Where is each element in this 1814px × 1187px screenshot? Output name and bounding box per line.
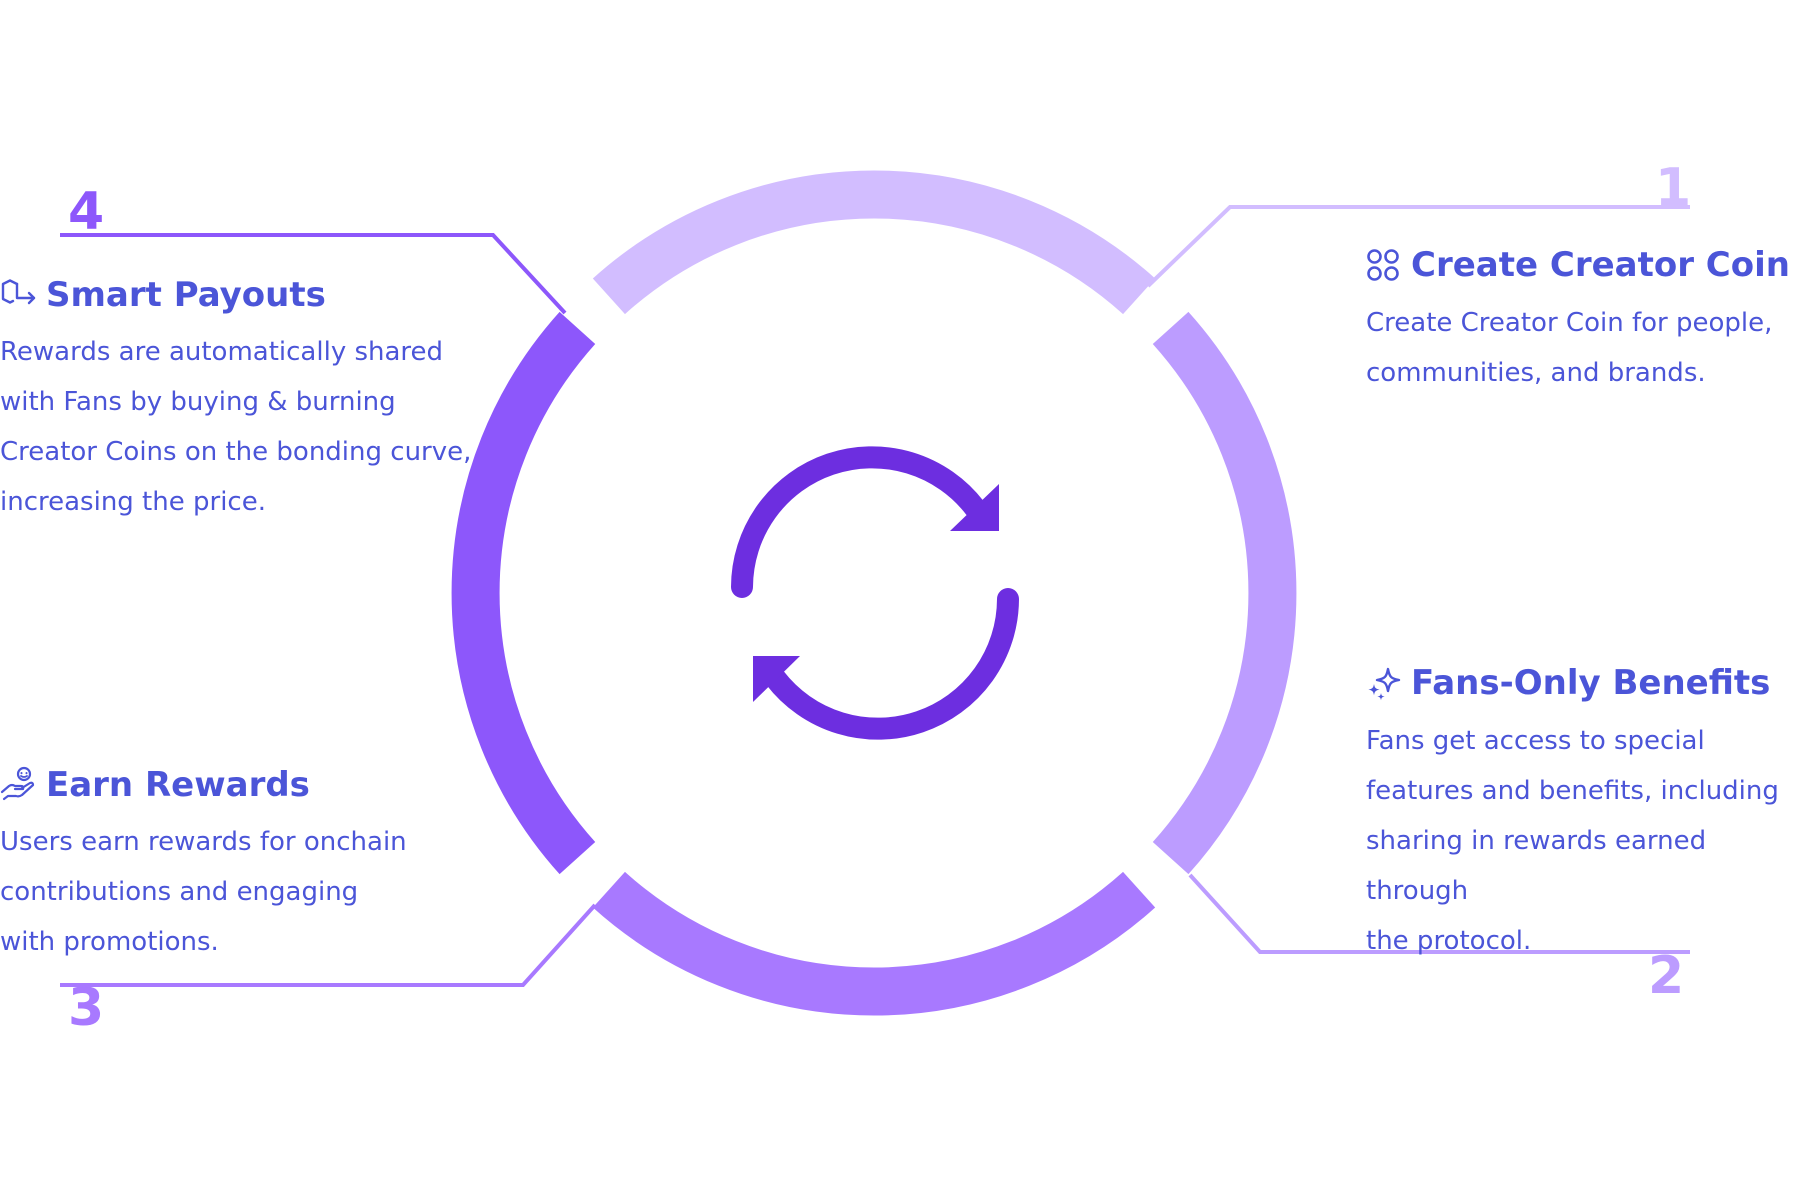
step-number-2: 2 bbox=[1648, 946, 1685, 1006]
step-number-4: 4 bbox=[68, 182, 105, 242]
step-1-desc-line: communities, and brands. bbox=[1366, 358, 1706, 388]
step-2-description: Fans get access to special features and … bbox=[1366, 716, 1806, 966]
hexagon-arrow-icon bbox=[1, 279, 36, 305]
connector-line-4 bbox=[60, 233, 567, 315]
hand-coin-icon bbox=[0, 766, 35, 801]
connector-line-3 bbox=[60, 903, 597, 987]
sparkles-icon bbox=[1368, 667, 1401, 701]
four-circles-icon bbox=[1367, 249, 1399, 281]
step-2-desc-line: Fans get access to special bbox=[1366, 726, 1705, 756]
step-4-desc-line: with Fans by buying & burning bbox=[0, 387, 396, 417]
step-number-3: 3 bbox=[68, 978, 105, 1038]
connector-line-2 bbox=[1188, 873, 1690, 954]
ring-segment-4 bbox=[451, 311, 596, 875]
step-3-desc-line: Users earn rewards for onchain bbox=[0, 827, 407, 857]
step-4-description: Rewards are automatically shared with Fa… bbox=[0, 327, 500, 527]
step-3-title: Earn Rewards bbox=[46, 765, 310, 805]
step-4-title: Smart Payouts bbox=[46, 275, 326, 315]
step-1-title: Create Creator Coin bbox=[1411, 245, 1790, 285]
step-1-desc-line: Create Creator Coin for people, bbox=[1366, 308, 1773, 338]
step-number-1: 1 bbox=[1655, 158, 1692, 218]
connector-line-1 bbox=[1146, 205, 1690, 288]
step-4-desc-line: Creator Coins on the bonding curve, bbox=[0, 437, 472, 467]
ring-segment-2 bbox=[1152, 311, 1297, 875]
step-4-desc-line: increasing the price. bbox=[0, 487, 266, 517]
step-3-description: Users earn rewards for onchain contribut… bbox=[0, 817, 470, 967]
step-3-desc-line: with promotions. bbox=[0, 927, 219, 957]
step-2-desc-line: sharing in rewards earned through bbox=[1366, 826, 1707, 906]
step-2-title: Fans-Only Benefits bbox=[1411, 663, 1771, 703]
ring-segment-1 bbox=[592, 170, 1156, 315]
step-4-desc-line: Rewards are automatically shared bbox=[0, 337, 444, 367]
step-1-description: Create Creator Coin for people, communit… bbox=[1366, 298, 1806, 398]
ring-segment-3 bbox=[592, 871, 1156, 1016]
refresh-cycle-icon bbox=[731, 446, 1019, 740]
step-2-desc-line: the protocol. bbox=[1366, 926, 1532, 956]
step-2-desc-line: features and benefits, including bbox=[1366, 776, 1779, 806]
step-3-desc-line: contributions and engaging bbox=[0, 877, 359, 907]
